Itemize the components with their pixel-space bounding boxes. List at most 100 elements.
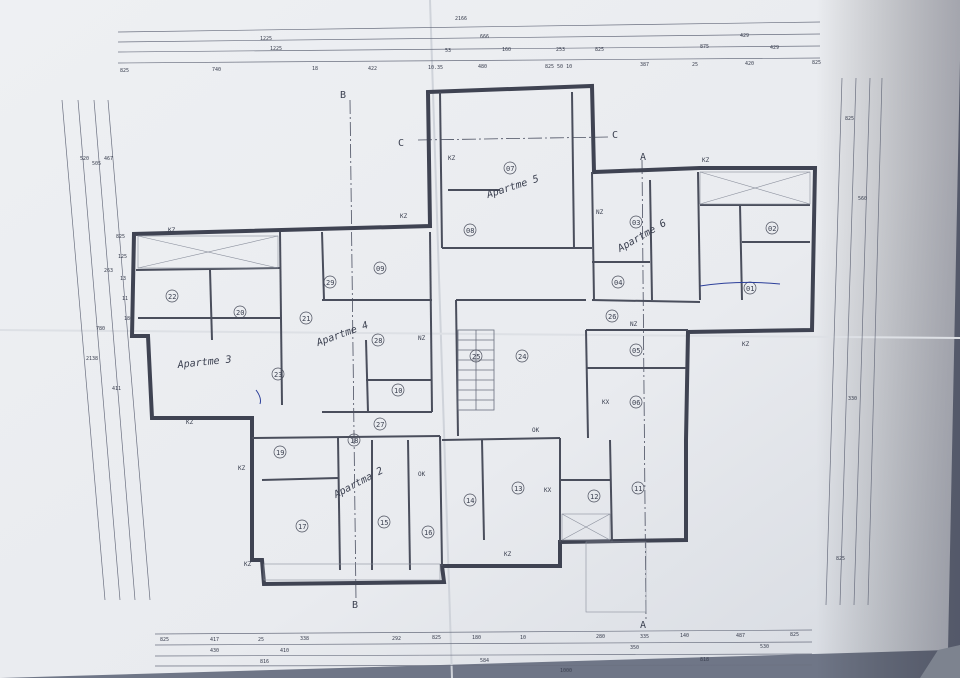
svg-text:03: 03 <box>632 219 640 227</box>
svg-text:11: 11 <box>634 485 642 493</box>
svg-text:10: 10 <box>520 635 526 641</box>
svg-text:22: 22 <box>168 293 176 301</box>
svg-text:29: 29 <box>326 279 334 287</box>
svg-text:253: 253 <box>556 47 565 53</box>
svg-text:429: 429 <box>770 45 779 51</box>
svg-text:480: 480 <box>478 64 487 70</box>
svg-text:25: 25 <box>692 62 698 68</box>
section-a-top: A <box>640 152 646 163</box>
svg-text:28: 28 <box>374 337 382 345</box>
svg-text:816: 816 <box>260 659 269 665</box>
room-numbers: 01 02 03 04 05 06 07 08 09 10 11 12 13 1… <box>165 161 779 539</box>
section-lines <box>349 99 647 621</box>
svg-text:05: 05 <box>632 347 640 355</box>
table-edge <box>920 645 960 678</box>
svg-text:875: 875 <box>700 44 709 50</box>
svg-text:825: 825 <box>120 68 129 74</box>
svg-text:20: 20 <box>236 309 244 317</box>
dim-right-col: 825 560 330 825 <box>836 116 867 562</box>
staircase <box>457 329 495 411</box>
interior-walls <box>135 91 810 571</box>
section-c-right: C <box>612 130 618 141</box>
svg-text:1225: 1225 <box>260 36 272 42</box>
svg-text:505: 505 <box>92 161 101 167</box>
left-dimension-lines <box>61 99 151 601</box>
svg-text:06: 06 <box>632 399 640 407</box>
svg-text:KZ: KZ <box>238 465 246 472</box>
section-b-bottom: B <box>352 600 358 611</box>
svg-text:18: 18 <box>350 437 358 445</box>
svg-text:429: 429 <box>740 33 749 39</box>
svg-text:422: 422 <box>368 66 377 72</box>
svg-text:25: 25 <box>258 637 264 643</box>
svg-text:487: 487 <box>736 633 745 639</box>
svg-text:560: 560 <box>858 196 867 202</box>
svg-text:180: 180 <box>124 316 133 322</box>
svg-text:KX: KX <box>544 487 552 494</box>
svg-text:08: 08 <box>466 227 474 235</box>
svg-text:387: 387 <box>640 62 649 68</box>
section-c-left: C <box>398 138 404 149</box>
svg-text:16: 16 <box>424 529 432 537</box>
svg-text:OK: OK <box>532 427 540 434</box>
fold-line-h <box>0 329 960 339</box>
svg-text:280: 280 <box>596 634 605 640</box>
svg-text:825: 825 <box>116 234 125 240</box>
svg-text:09: 09 <box>376 265 384 273</box>
svg-text:292: 292 <box>392 636 401 642</box>
svg-text:KZ: KZ <box>448 155 456 162</box>
svg-text:420: 420 <box>745 61 754 67</box>
svg-text:KZ: KZ <box>186 419 194 426</box>
svg-text:335: 335 <box>640 634 649 640</box>
svg-text:417: 417 <box>210 637 219 643</box>
svg-text:818: 818 <box>700 657 709 663</box>
dim-top-row3: 1225 875 53 160 253 825 429 <box>270 44 779 54</box>
svg-text:KZ: KZ <box>702 157 710 164</box>
svg-text:13: 13 <box>514 485 522 493</box>
svg-text:53: 53 <box>445 48 451 54</box>
svg-text:04: 04 <box>614 279 622 287</box>
svg-text:11: 11 <box>122 296 128 302</box>
svg-text:24: 24 <box>518 353 526 361</box>
svg-text:25: 25 <box>472 353 480 361</box>
svg-text:23: 23 <box>274 371 282 379</box>
svg-text:140: 140 <box>680 633 689 639</box>
svg-text:338: 338 <box>300 636 309 642</box>
top-dimension-lines <box>117 21 821 64</box>
svg-text:NZ: NZ <box>630 321 638 328</box>
balconies <box>137 171 811 613</box>
dim-left-col: 520 505 467 825 125 13 11 180 263 780 41… <box>80 156 133 392</box>
dim-bottom-total: 1000 <box>560 668 572 674</box>
svg-text:1225: 1225 <box>270 46 282 52</box>
wall-tags: KZ NZ KZ KZ KZ KZ KZ KX OK NZ NZ KX OK K… <box>168 155 750 568</box>
svg-text:02: 02 <box>768 225 776 233</box>
svg-text:780: 780 <box>96 326 105 332</box>
svg-text:15: 15 <box>380 519 388 527</box>
svg-text:14: 14 <box>466 497 474 505</box>
svg-text:2138: 2138 <box>86 356 98 362</box>
svg-text:411: 411 <box>112 386 121 392</box>
svg-text:21: 21 <box>302 315 310 323</box>
svg-text:KX: KX <box>602 399 610 406</box>
svg-text:584: 584 <box>480 658 489 664</box>
svg-text:160: 160 <box>502 47 511 53</box>
section-a-bottom: A <box>640 620 646 631</box>
svg-text:666: 666 <box>480 34 489 40</box>
svg-text:26: 26 <box>608 313 616 321</box>
svg-text:NZ: NZ <box>418 335 426 342</box>
svg-text:430: 430 <box>210 648 219 654</box>
svg-text:12: 12 <box>590 493 598 501</box>
svg-text:NZ: NZ <box>596 209 604 216</box>
dim-bottom-row2: 430 410 350 530 <box>210 644 769 654</box>
dim-top-total: 2166 <box>455 16 467 22</box>
right-dimension-lines <box>825 77 883 606</box>
section-b-top: B <box>340 90 346 101</box>
svg-text:KZ: KZ <box>244 561 252 568</box>
svg-text:07: 07 <box>506 165 514 173</box>
svg-text:01: 01 <box>746 285 754 293</box>
svg-text:18: 18 <box>312 66 318 72</box>
svg-text:OK: OK <box>418 471 426 478</box>
svg-text:740: 740 <box>212 67 221 73</box>
